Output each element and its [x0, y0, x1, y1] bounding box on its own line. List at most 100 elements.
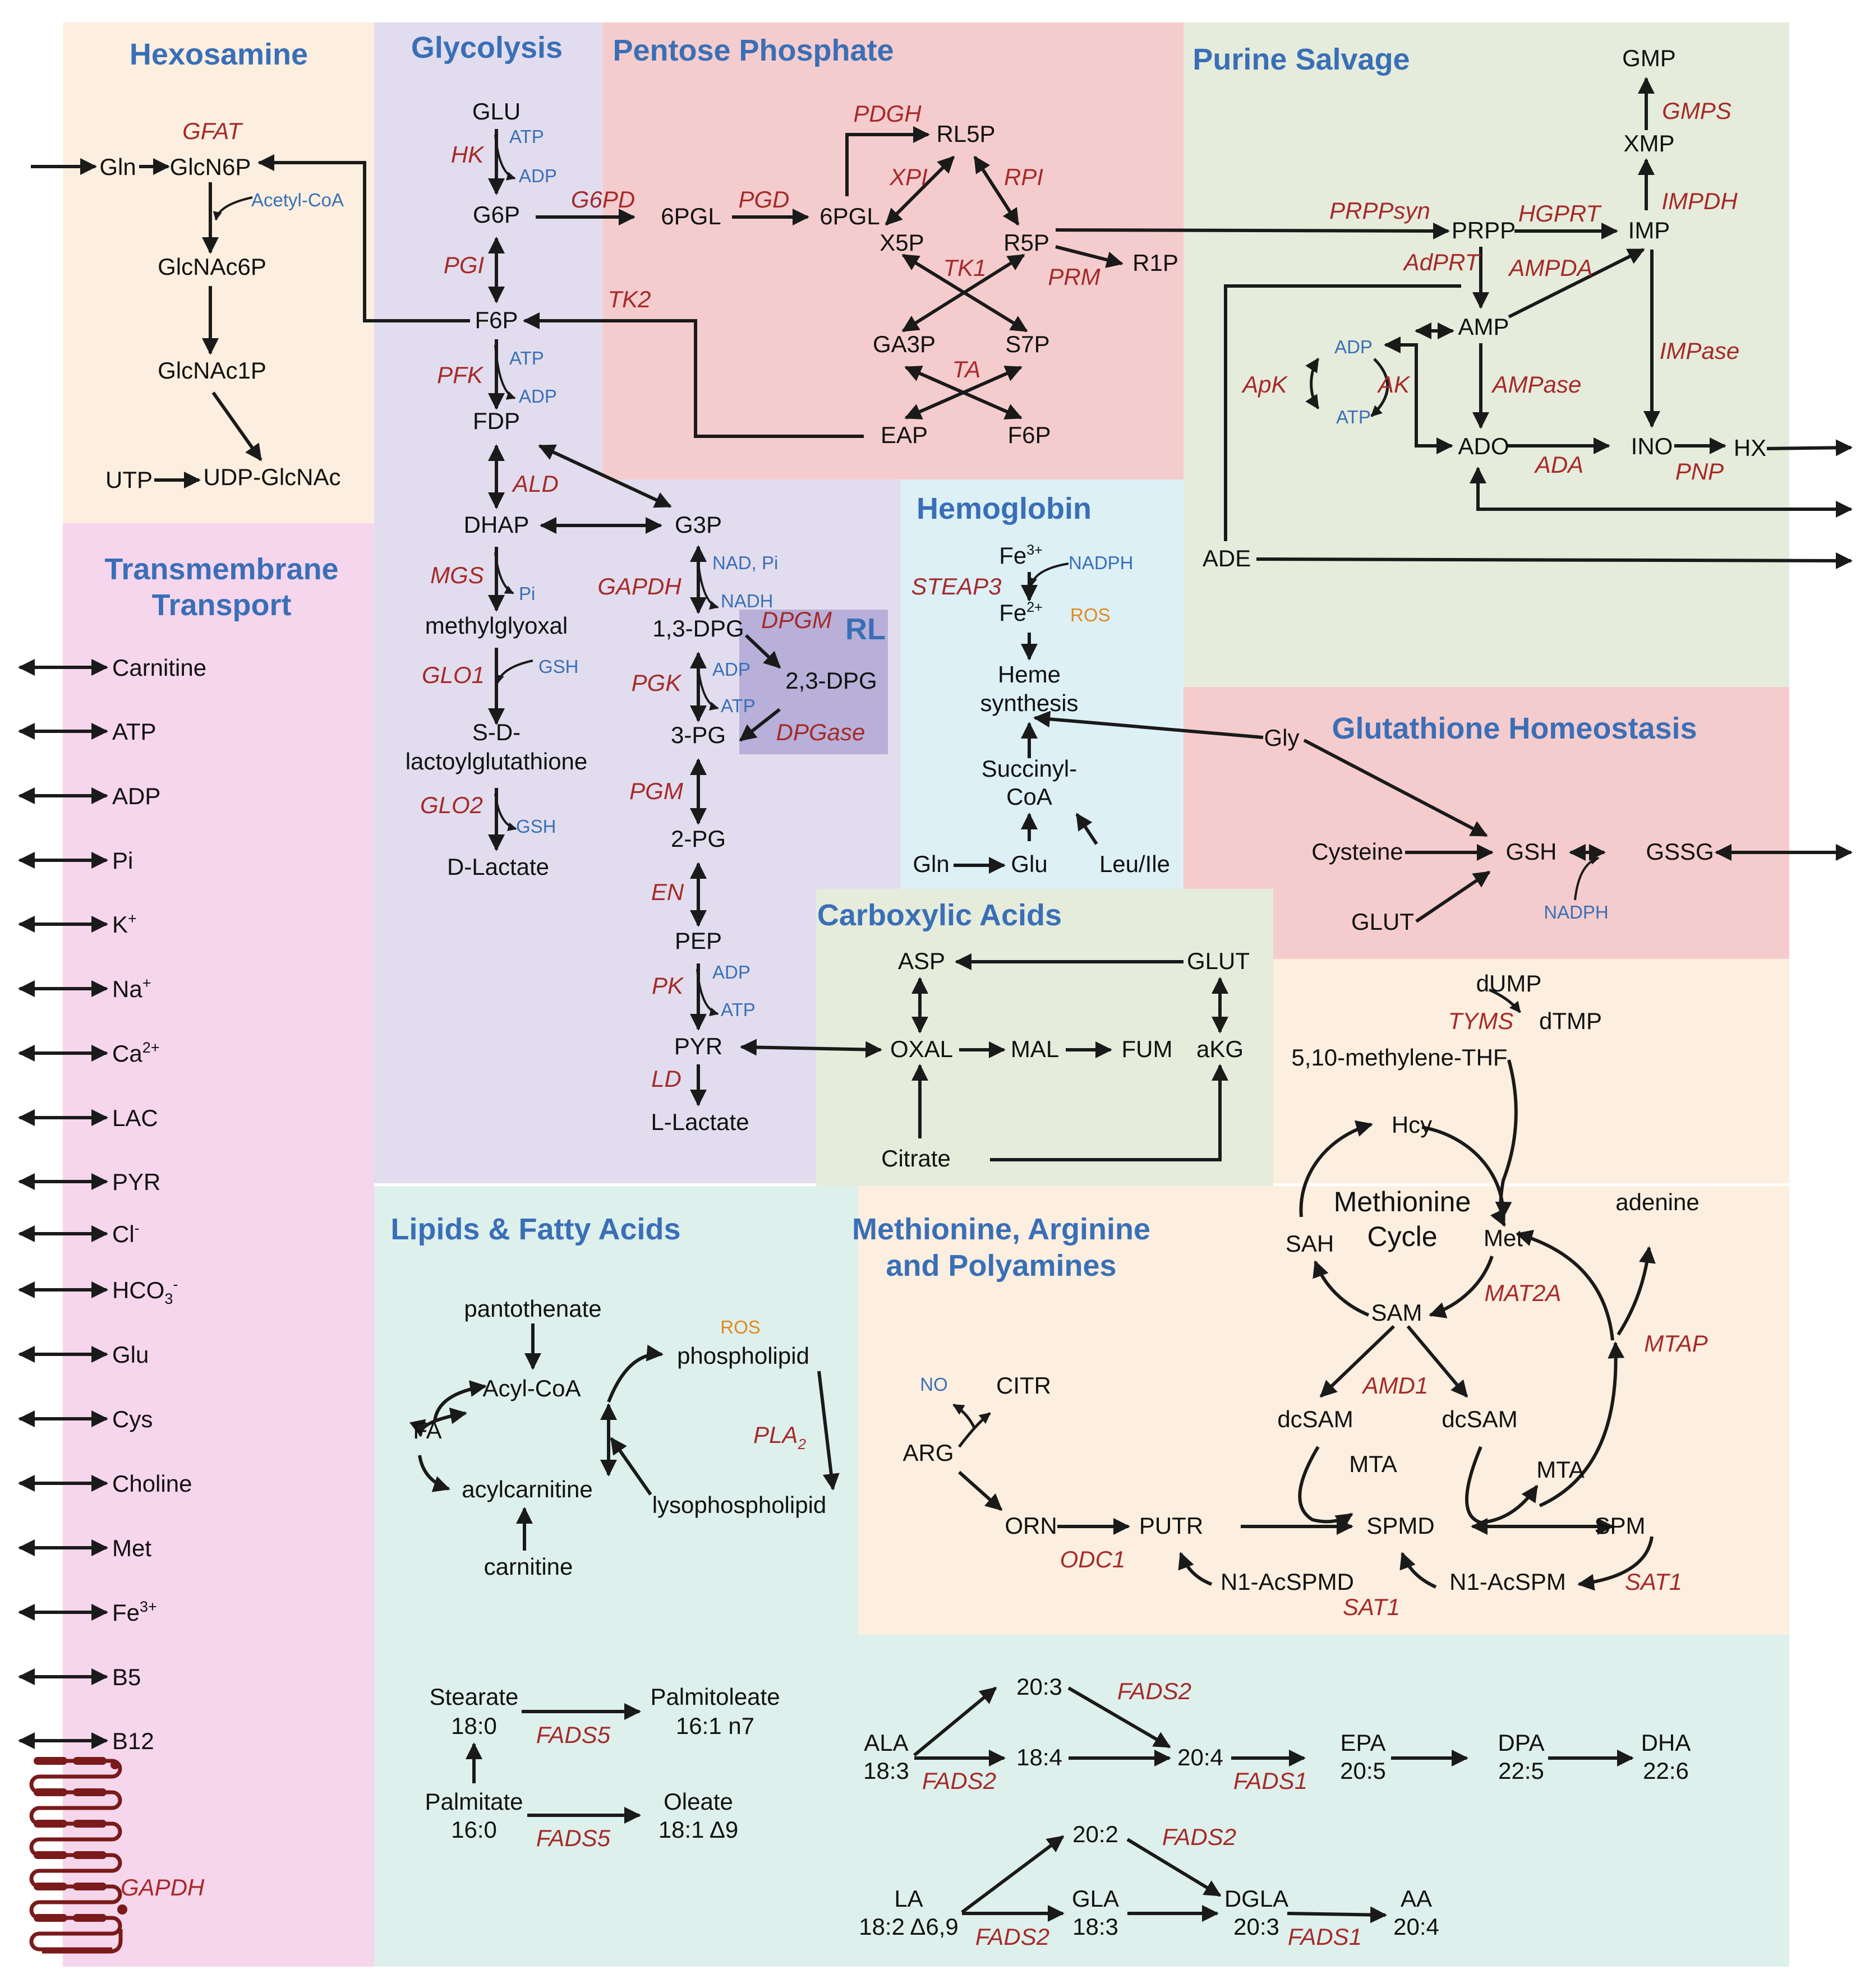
cofactor-atpk: ATP	[1336, 407, 1371, 427]
transport-item-cys: Cys	[112, 1406, 153, 1432]
enzyme-fads1a: FADS1	[1233, 1768, 1307, 1794]
metabolite-ino: INO	[1631, 433, 1673, 459]
transport-item-b5: B5	[112, 1664, 141, 1690]
metabolite-fe3: Fe3+	[999, 542, 1043, 569]
transport-item-atp: ATP	[112, 718, 156, 745]
metabolite-gsh: GSH	[1505, 838, 1557, 865]
enzyme-ald: ALD	[511, 471, 559, 497]
metabolite-methylglyoxal: methylglyoxal	[425, 612, 568, 639]
metabolite-pantothenate: pantothenate	[464, 1295, 601, 1322]
cofactor-adp2: ADP	[519, 386, 557, 407]
enzyme-impdh: IMPDH	[1661, 188, 1738, 214]
metabolite-c202: 20:2	[1072, 1821, 1118, 1847]
metabolite-f6p2: F6P	[1007, 422, 1051, 448]
metabolite-epa: EPA	[1341, 1729, 1386, 1756]
metabolite-pg2: 2-PG	[671, 825, 726, 852]
transport-item-choline: Choline	[112, 1470, 192, 1497]
enzyme-apk: ApK	[1241, 371, 1288, 398]
transport-item-met: Met	[112, 1535, 151, 1561]
metabolite-xmp: XMP	[1623, 130, 1674, 156]
enzyme-ampda: AMPDA	[1507, 255, 1592, 281]
metabolite-citrate: Citrate	[881, 1145, 951, 1171]
metabolite-succ2: CoA	[1006, 783, 1052, 810]
metabolite-citr: CITR	[996, 1372, 1051, 1399]
cofactor-adp1: ADP	[519, 165, 557, 186]
enzyme-gmps: GMPS	[1662, 98, 1732, 124]
section-title-glycolysis: Glycolysis	[411, 31, 563, 64]
metabolite-glut: GLUT	[1351, 908, 1414, 935]
metabolite-dgla: DGLA	[1224, 1885, 1288, 1912]
metabolite-c203a: 20:3	[1016, 1673, 1062, 1700]
metabolite-ga3p: GA3P	[873, 331, 936, 357]
metabolite-sd1: S-D-	[472, 719, 521, 745]
metabolite-glcnac1p: GlcNAc1P	[158, 357, 266, 384]
cofactor-gsh2: GSH	[516, 816, 556, 837]
metabolite-dha: DHA	[1641, 1729, 1691, 1756]
cofactor-adp3: ADP	[712, 659, 750, 680]
enzyme-g6pd: G6PD	[571, 186, 635, 213]
metabolite-r5p: R5P	[1003, 229, 1049, 256]
section-title-purine: Purine Salvage	[1192, 43, 1410, 76]
metabolite-aa: AA	[1401, 1885, 1432, 1912]
metabolite-palmitate: Palmitate	[425, 1788, 523, 1815]
metabolite-epa205: 20:5	[1340, 1758, 1386, 1784]
metabolite-glcnac6p: GlcNAc6P	[158, 253, 266, 280]
enzyme-pgi: PGI	[444, 252, 485, 278]
enzyme-pgm: PGM	[629, 778, 683, 804]
metabolite-udpglcnac: UDP-GlcNAc	[203, 464, 340, 490]
section-rl-bg	[739, 610, 888, 754]
metabolite-gly: Gly	[1264, 725, 1300, 751]
metabolite-pep: PEP	[675, 928, 722, 954]
enzyme-sat1b: SAT1	[1625, 1569, 1682, 1595]
metabolite-gln: Gln	[99, 154, 136, 180]
metabolite-glcn6p: GlcN6P	[170, 154, 251, 180]
metabolite-akg: aKG	[1196, 1036, 1244, 1062]
metabolite-dpa225: 22:5	[1498, 1758, 1544, 1784]
transport-item-hco: HCO3-	[112, 1276, 178, 1307]
enzyme-fads1b: FADS1	[1288, 1924, 1362, 1950]
metabolite-stearate: Stearate	[430, 1683, 519, 1710]
section-title-pentose: Pentose Phosphate	[613, 34, 894, 67]
section-lipids-bg-lower	[374, 1635, 1789, 1967]
cofactor-no: NO	[920, 1374, 948, 1395]
transport-item-k: K+	[112, 910, 137, 938]
section-title-rl: RL	[845, 612, 886, 646]
metabolite-bpg23: 2,3-DPG	[785, 667, 877, 694]
section-title-methcycle2: Cycle	[1367, 1221, 1437, 1252]
metabolite-dcsam2: dcSAM	[1442, 1406, 1517, 1432]
cofactor-ros1: ROS	[1070, 605, 1111, 625]
metabolite-oxal: OXAL	[890, 1036, 953, 1062]
metabolite-spm: SPM	[1594, 1512, 1645, 1539]
section-title-hemoglobin: Hemoglobin	[917, 492, 1092, 525]
enzyme-gfat: GFAT	[182, 118, 243, 144]
enzyme-tk1: TK1	[943, 255, 986, 281]
enzyme-hk: HK	[451, 141, 485, 168]
metabolite-r1p: R1P	[1132, 250, 1178, 276]
enzyme-gapdh: GAPDH	[597, 573, 681, 599]
metabolite-ado: ADO	[1458, 433, 1509, 459]
metabolite-heme2: synthesis	[980, 690, 1078, 716]
metabolite-carnitine: carnitine	[484, 1553, 573, 1580]
metabolite-pg3: 3-PG	[671, 722, 726, 748]
enzyme-dpgase: DPGase	[776, 719, 865, 745]
enzyme-amd1: AMD1	[1361, 1372, 1429, 1399]
metabolite-n1acspmd: N1-AcSPMD	[1221, 1569, 1354, 1595]
enzyme-rpi: RPI	[1004, 164, 1043, 190]
cofactor-atp3: ATP	[721, 695, 756, 716]
enzyme-prppsyn: PRPPsyn	[1329, 197, 1430, 224]
transport-item-pyr: PYR	[112, 1169, 160, 1195]
cofactor-atp4: ATP	[721, 999, 756, 1020]
metabolite-mal: MAL	[1011, 1036, 1059, 1062]
metabolite-la: LA	[894, 1885, 923, 1912]
cofactor-nadh: NADH	[721, 591, 773, 611]
enzyme-pgd: PGD	[738, 186, 789, 213]
enzyme-pgk: PGK	[632, 670, 683, 696]
metabolite-asp: ASP	[898, 948, 945, 974]
section-title-glutathione: Glutathione Homeostasis	[1332, 712, 1697, 745]
cofactor-adpk: ADP	[1334, 336, 1373, 357]
metabolite-glu: GLU	[472, 98, 521, 124]
enzyme-ak: AK	[1376, 371, 1411, 398]
enzyme-tyms: TYMS	[1448, 1008, 1514, 1034]
metabolite-ala183: 18:3	[863, 1758, 909, 1784]
metabolite-glut2: GLUT	[1187, 948, 1250, 974]
